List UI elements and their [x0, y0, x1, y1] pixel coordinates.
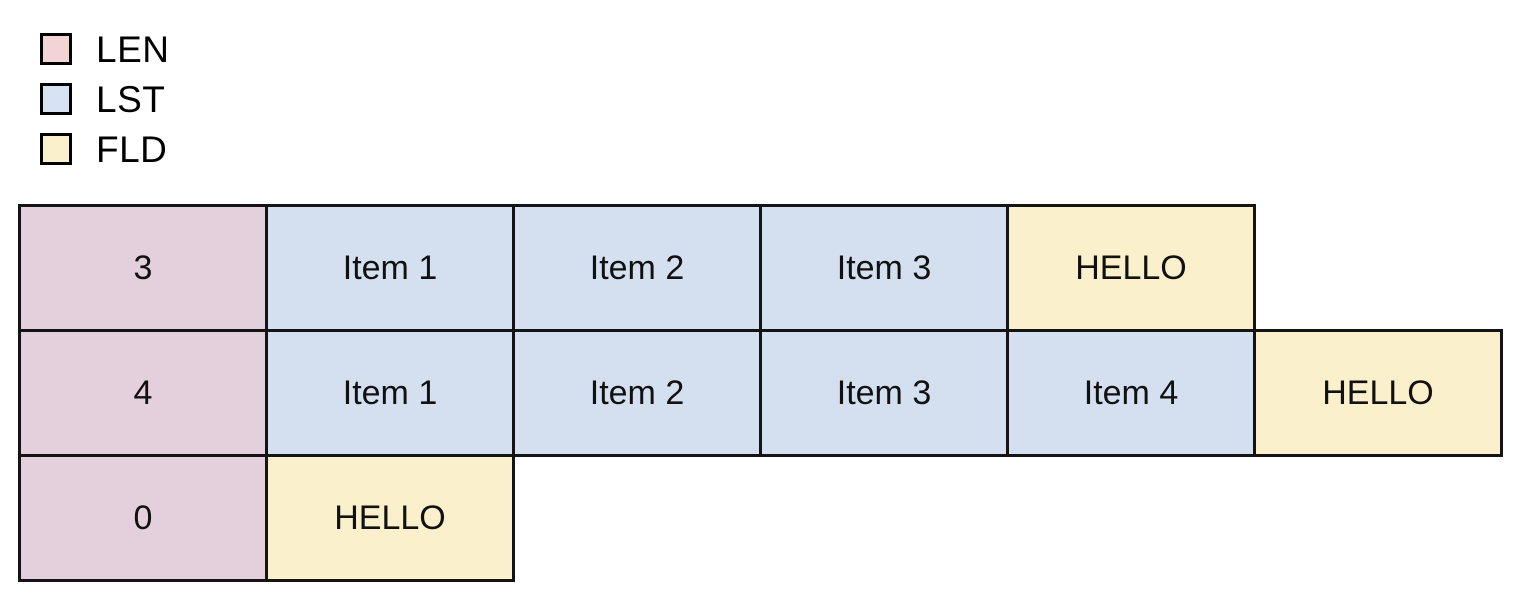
cell-len: 0: [18, 454, 268, 582]
cell-lst: Item 1: [265, 329, 515, 457]
cell-fld: HELLO: [1253, 329, 1503, 457]
cell-fld: HELLO: [265, 454, 515, 582]
legend: LEN LST FLD: [40, 24, 169, 174]
cell-lst: Item 3: [759, 204, 1009, 332]
cell-len: 3: [18, 204, 268, 332]
cell-lst: Item 3: [759, 329, 1009, 457]
cell-lst: Item 2: [512, 329, 762, 457]
legend-item-len: LEN: [40, 24, 169, 74]
cell-len: 4: [18, 329, 268, 457]
color-swatch-icon: [40, 33, 72, 65]
legend-item-label: FLD: [96, 128, 168, 170]
legend-item-fld: FLD: [40, 124, 169, 174]
color-swatch-icon: [40, 83, 72, 115]
cell-lst: Item 4: [1006, 329, 1256, 457]
legend-item-label: LEN: [96, 28, 170, 70]
cell-lst: Item 2: [512, 204, 762, 332]
legend-item-label: LST: [96, 78, 166, 120]
cell-lst: Item 1: [265, 204, 515, 332]
cell-fld: HELLO: [1006, 204, 1256, 332]
color-swatch-icon: [40, 133, 72, 165]
legend-item-lst: LST: [40, 74, 169, 124]
